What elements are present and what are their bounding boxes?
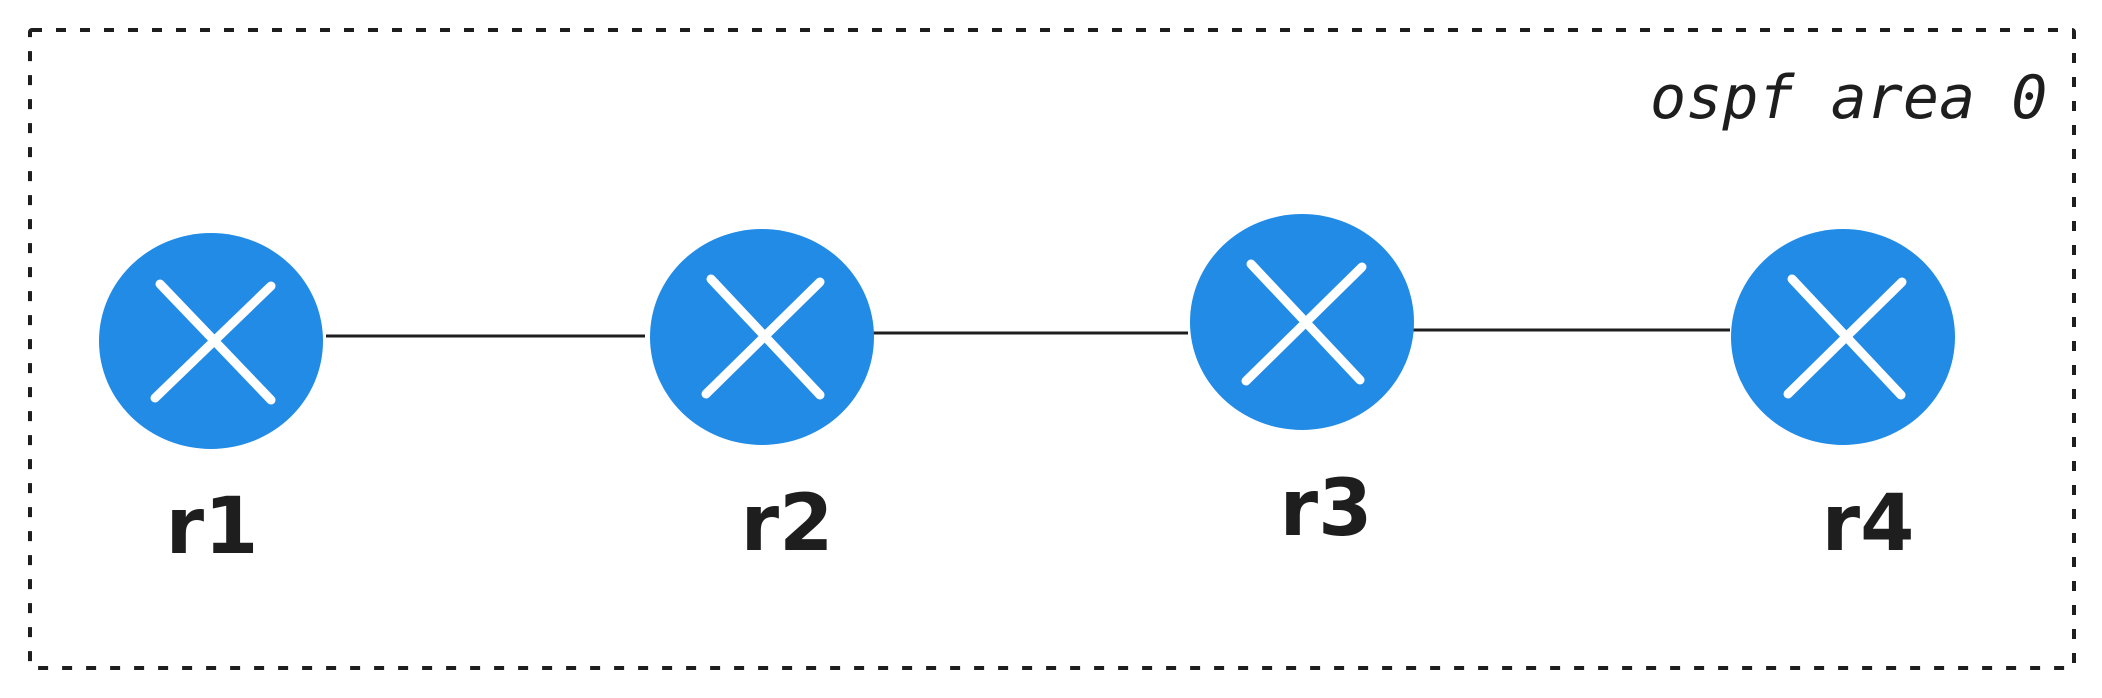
router-icon	[1731, 229, 1955, 445]
router-r2[interactable]: r2	[650, 229, 874, 569]
ospf-area-boundary	[28, 28, 2076, 670]
router-label: r4	[1822, 479, 1915, 569]
router-r1[interactable]: r1	[99, 233, 323, 572]
router-label: r1	[166, 482, 259, 572]
router-r3[interactable]: r3	[1190, 214, 1414, 554]
area-label: ospf area 0	[1650, 63, 2047, 133]
router-label: r2	[741, 479, 834, 569]
router-r4[interactable]: r4	[1731, 229, 1955, 569]
router-icon	[650, 229, 874, 445]
router-label: r3	[1280, 464, 1373, 554]
router-icon	[1190, 214, 1414, 430]
links-layer	[326, 328, 1730, 338]
router-icon	[99, 233, 323, 449]
